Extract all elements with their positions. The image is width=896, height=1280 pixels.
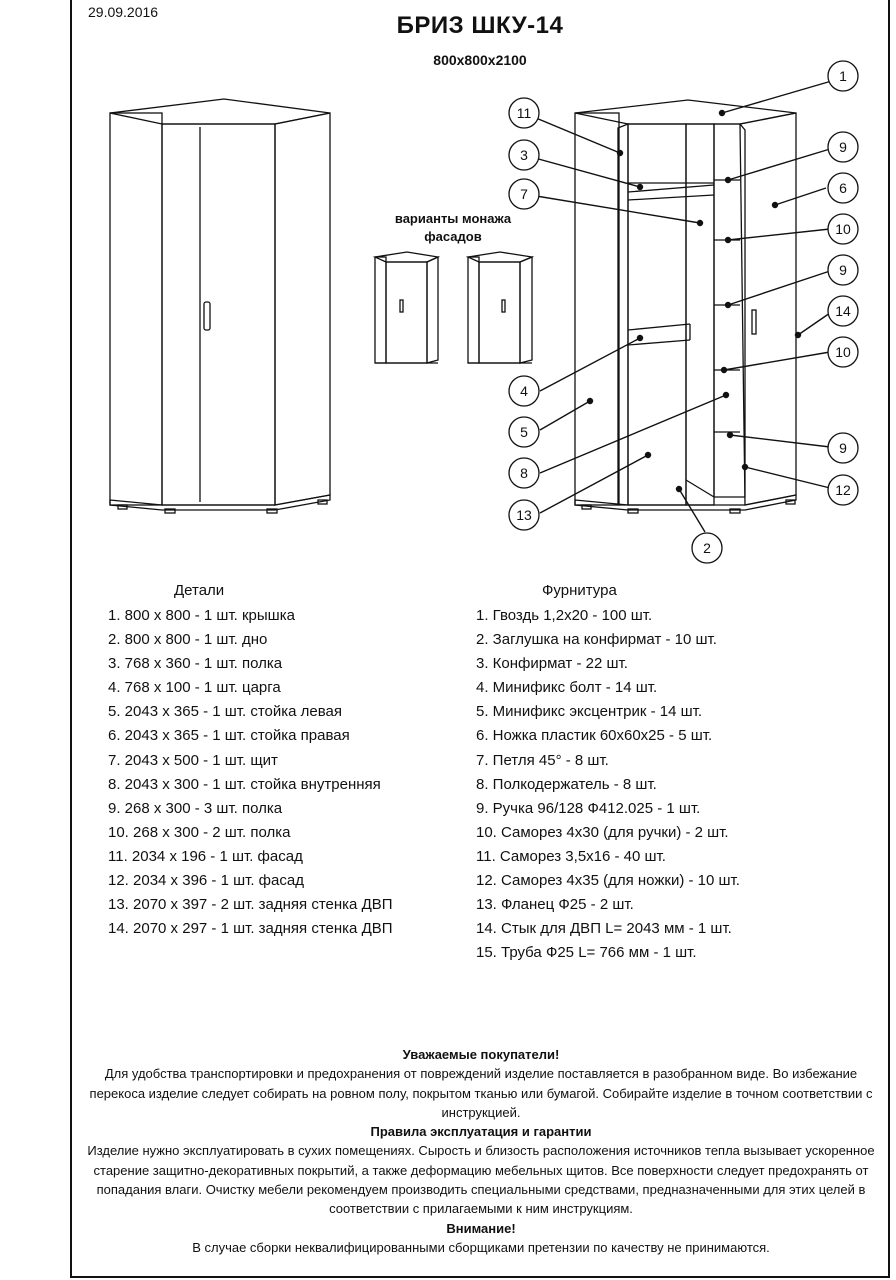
list-item: 2. Заглушка на конфирмат - 10 шт. [476, 631, 717, 649]
list-item: 1. 800 х 800 - 1 шт. крышка [108, 607, 295, 624]
door-handle-icon [203, 301, 211, 331]
callout-6: 6 [839, 180, 847, 196]
rules-text: Изделие нужно эксплуатировать в сухих по… [87, 1143, 875, 1217]
page-frame [70, 0, 890, 1278]
list-item: 5. Минификс эксцентрик - 14 шт. [476, 703, 703, 721]
callout-5: 5 [520, 424, 528, 440]
closed-wardrobe-drawing [109, 98, 331, 514]
callout-8: 8 [520, 465, 528, 481]
callout-1: 1 [839, 68, 847, 84]
document-date: 29.09.2016 [88, 4, 159, 20]
list-item: 9. Ручка 96/128 Ф412.025 - 1 шт. [476, 799, 701, 817]
list-item: 10. 268 х 300 - 2 шт. полка [108, 823, 291, 841]
list-item: 4. Минификс болт - 14 шт. [476, 679, 658, 697]
facade-variant-right [465, 251, 535, 364]
product-dimensions: 800x800x2100 [433, 52, 527, 68]
callout-11: 11 [517, 105, 532, 121]
callout-9: 9 [839, 262, 847, 278]
list-item: 11. 2034 х 196 - 1 шт. фасад [108, 847, 303, 865]
list-item: 9. 268 х 300 - 3 шт. полка [108, 799, 283, 817]
list-item: 11. Саморез 3,5х16 - 40 шт. [476, 847, 666, 865]
list-item: 13. 2070 х 397 - 2 шт. задняя стенка ДВП [108, 896, 393, 914]
callout-14: 14 [835, 303, 851, 319]
list-item: 8. Полкодержатель - 8 шт. [476, 775, 657, 793]
list-item: 15. Труба Ф25 L= 766 мм - 1 шт. [476, 944, 697, 962]
list-item: 7. 2043 х 500 - 1 шт. щит [108, 751, 278, 769]
customers-heading: Уважаемые покупатели! [402, 1047, 560, 1062]
customer-notes: Уважаемые покупатели! Для удобства транс… [78, 1045, 884, 1257]
callout-2: 2 [703, 540, 711, 556]
hardware-heading: Фурнитура [542, 582, 617, 599]
facade-variants-label: варианты монажа фасадов [378, 210, 528, 246]
list-item: 13. Фланец Ф25 - 2 шт. [476, 896, 634, 914]
list-item: 12. 2034 х 396 - 1 шт. фасад [108, 872, 304, 890]
list-item: 3. 768 х 360 - 1 шт. полка [108, 655, 283, 673]
callout-circles [508, 60, 859, 564]
list-item: 3. Конфирмат - 22 шт. [476, 655, 628, 673]
customers-text: Для удобства транспортировки и предохран… [89, 1066, 873, 1120]
list-item: 4. 768 х 100 - 1 шт. царга [108, 679, 281, 697]
facade-variant-left [372, 251, 441, 364]
list-item: 14. Стык для ДВП L= 2043 мм - 1 шт. [476, 920, 732, 938]
list-item: 12. Саморез 4х35 (для ножки) - 10 шт. [476, 872, 740, 890]
variants-label-line1: варианты монажа [394, 211, 512, 226]
page-title: БРИЗ ШКУ-14 [396, 12, 564, 39]
list-item: 5. 2043 х 365 - 1 шт. стойка левая [108, 703, 343, 721]
callout-10: 10 [835, 221, 851, 237]
callout-9: 9 [839, 139, 847, 155]
variants-label-line2: фасадов [424, 229, 482, 244]
details-heading: Детали [174, 582, 225, 599]
list-item: 1. Гвоздь 1,2х20 - 100 шт. [476, 607, 653, 624]
list-item: 10. Саморез 4х30 (для ручки) - 2 шт. [476, 823, 729, 841]
callout-12: 12 [835, 482, 851, 498]
callout-9: 9 [839, 440, 847, 456]
list-item: 6. 2043 х 365 - 1 шт. стойка правая [108, 727, 350, 745]
attention-heading: Внимание! [446, 1220, 516, 1236]
assembly-drawings: 1 11 3 9 6 7 10 9 14 10 4 5 9 8 12 13 2 [109, 60, 859, 564]
callout-4: 4 [520, 383, 528, 399]
callout-10: 10 [835, 344, 851, 360]
list-item: 7. Петля 45° - 8 шт. [476, 751, 609, 769]
callout-13: 13 [516, 507, 532, 523]
callout-leaders [523, 79, 836, 533]
callout-7: 7 [520, 186, 528, 202]
list-item: 14. 2070 х 297 - 1 шт. задняя стенка ДВП [108, 920, 393, 938]
callout-3: 3 [520, 147, 528, 163]
list-item: 2. 800 х 800 - 1 шт. дно [108, 631, 268, 649]
list-item: 6. Ножка пластик 60х60х25 - 5 шт. [476, 727, 713, 745]
list-item: 8. 2043 х 300 - 1 шт. стойка внутренняя [108, 775, 381, 793]
open-wardrobe-drawing [574, 99, 797, 514]
callout-numbers: 1 11 3 9 6 7 10 9 14 10 4 5 9 8 12 13 2 [516, 68, 851, 556]
hardware-list: 1. Гвоздь 1,2х20 - 100 шт. 2. Заглушка на… [476, 605, 740, 966]
details-list: 1. 800 х 800 - 1 шт. крышка 2. 800 х 800 … [108, 605, 393, 942]
rules-heading: Правила эксплуатация и гарантии [370, 1124, 592, 1140]
attention-text: В случае сборки неквалифицированными сбо… [192, 1239, 770, 1255]
